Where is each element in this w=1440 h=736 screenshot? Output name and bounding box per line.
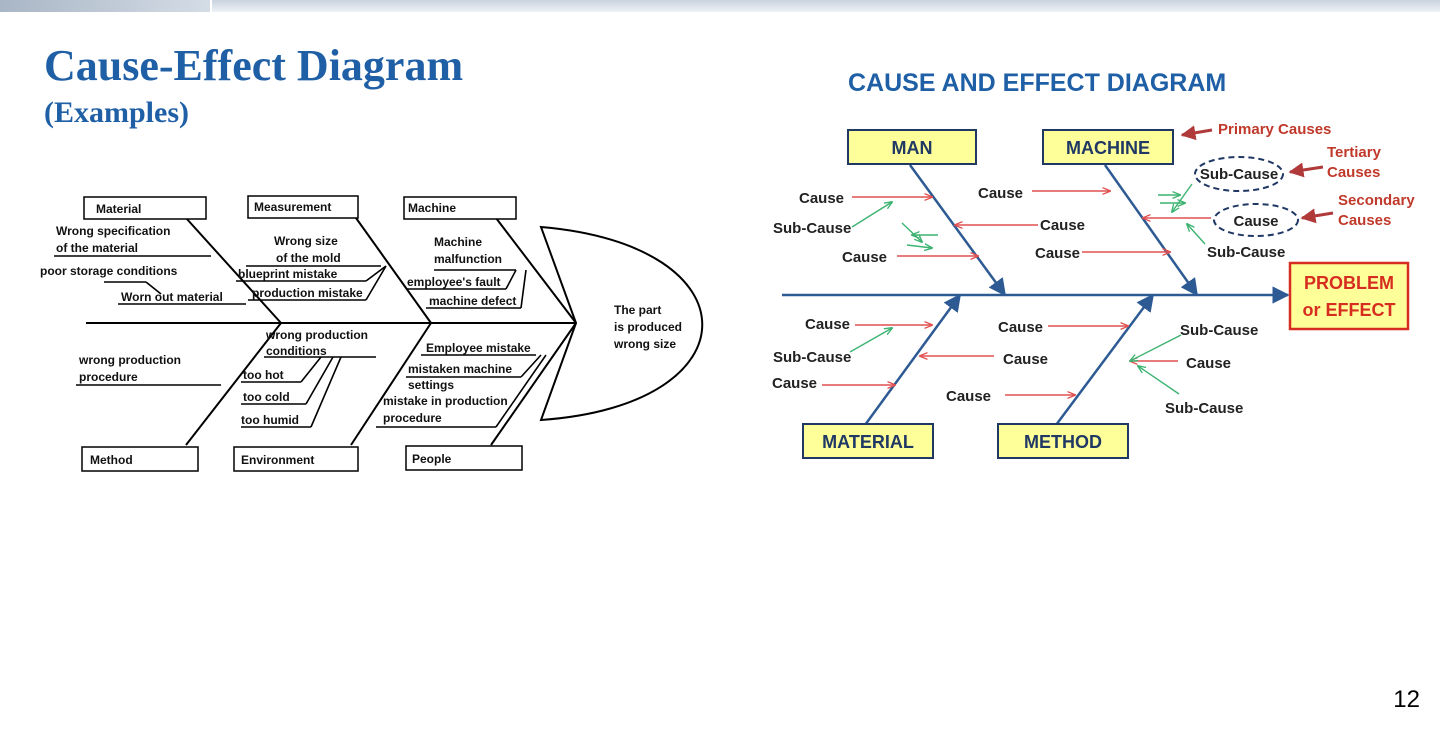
main-branches (782, 164, 1290, 426)
category-machine: Machine (403, 196, 517, 220)
category-material-label: MATERIAL (822, 432, 914, 452)
cause-label: Cause (799, 190, 844, 207)
slide-title: Cause-Effect Diagram (44, 41, 464, 90)
cause-text: poor storage conditions (40, 264, 178, 278)
cause-label: Cause (946, 388, 991, 405)
category-machine-label: MACHINE (1066, 138, 1150, 158)
cause-arrows (822, 191, 1211, 395)
category-machine-label: Machine (408, 201, 456, 215)
legend-secondary: Secondary (1338, 192, 1415, 209)
secondary-ellipse (1213, 203, 1299, 237)
cause-text: of the mold (276, 251, 341, 265)
effect-text: is produced (614, 320, 682, 334)
category-material-label: Material (96, 202, 141, 216)
cause-text: malfunction (434, 252, 502, 266)
cause-text: Wrong size (274, 234, 338, 248)
cause-effect-diagram-example-2: CAUSE AND EFFECT DIAGRAM MAN MACHINE MAT… (772, 69, 1415, 459)
cause-label: Cause (805, 316, 850, 333)
cause-text: settings (408, 378, 454, 392)
effect-text: The part (614, 303, 661, 317)
sub-cause-label: Sub-Cause (773, 349, 851, 366)
cause-text: too humid (241, 413, 299, 427)
cause-text: too cold (243, 390, 290, 404)
sub-cause-label: Sub-Cause (1207, 244, 1285, 261)
cause-label: Cause (772, 375, 817, 392)
cause-text: machine defect (429, 294, 516, 308)
category-machine: MACHINE (1042, 129, 1174, 165)
category-people: People (405, 445, 523, 471)
legend-tertiary: Causes (1327, 164, 1380, 181)
cause-text: wrong production (265, 328, 368, 342)
legend-secondary: Causes (1338, 212, 1391, 229)
cause-text: conditions (266, 344, 327, 358)
cause-text: of the material (56, 241, 138, 255)
cause-text: Employee mistake (426, 341, 531, 355)
legend-tertiary: Tertiary (1327, 144, 1382, 161)
category-material: MATERIAL (802, 423, 934, 459)
sub-cause-label: Sub-Cause (1200, 166, 1278, 183)
fishbone-ribs (185, 217, 577, 446)
cause-label: Cause (1233, 213, 1278, 230)
cause-text: procedure (383, 411, 442, 425)
category-man: MAN (847, 129, 977, 165)
category-method: Method (81, 446, 199, 472)
category-method: METHOD (997, 423, 1129, 459)
banner-logo (0, 0, 212, 12)
cause-label: Cause (842, 249, 887, 266)
sub-cause-label: Sub-Cause (773, 220, 851, 237)
category-method-label: METHOD (1024, 432, 1102, 452)
cause-label: Cause (998, 319, 1043, 336)
cause-text: too hot (243, 368, 284, 382)
cause-text: Wrong specification (56, 224, 170, 238)
slide-subtitle: (Examples) (44, 96, 189, 129)
cause-label: Cause (1035, 245, 1080, 262)
tertiary-ellipse (1194, 156, 1284, 192)
cause-text: Machine (434, 235, 482, 249)
category-people-label: People (412, 452, 452, 466)
sub-cause-label: Sub-Cause (1180, 322, 1258, 339)
cause-label: Cause (1186, 355, 1231, 372)
cause-text: procedure (79, 370, 138, 384)
top-banner (0, 0, 1440, 12)
category-material: Material (83, 196, 207, 220)
category-environment: Environment (233, 446, 359, 472)
category-measurement-label: Measurement (254, 200, 331, 214)
problem-label: or EFFECT (1303, 300, 1396, 320)
sub-cause-label: Sub-Cause (1165, 400, 1243, 417)
cause-label: Cause (1040, 217, 1085, 234)
cause-text: employee's fault (407, 275, 501, 289)
category-man-label: MAN (892, 138, 933, 158)
cause-text: mistaken machine (408, 362, 512, 376)
legend: Primary Causes Sub-Cause Tertiary Causes… (1180, 121, 1415, 237)
problem-box: PROBLEM or EFFECT (1288, 261, 1410, 331)
fishbone-head (539, 225, 703, 422)
cause-lines (54, 255, 547, 428)
category-method-label: Method (90, 453, 133, 467)
legend-primary: Primary Causes (1218, 121, 1331, 138)
fishbone-diagram-example-1: Material Measurement Machine Method Envi… (40, 195, 703, 472)
diagram-title: CAUSE AND EFFECT DIAGRAM (848, 69, 1226, 97)
cause-text: mistake in production (383, 394, 508, 408)
effect-text: wrong size (613, 337, 676, 351)
sub-cause-arrows (849, 183, 1206, 395)
cause-label: Cause (978, 185, 1023, 202)
category-measurement: Measurement (247, 195, 359, 219)
problem-label: PROBLEM (1304, 273, 1394, 293)
cause-text: production mistake (252, 286, 363, 300)
cause-label: Cause (1003, 351, 1048, 368)
category-environment-label: Environment (241, 453, 314, 467)
cause-text: Worn out material (121, 290, 223, 304)
cause-text: blueprint mistake (238, 267, 338, 281)
page-number: 12 (1393, 686, 1420, 713)
cause-text: wrong production (78, 353, 181, 367)
